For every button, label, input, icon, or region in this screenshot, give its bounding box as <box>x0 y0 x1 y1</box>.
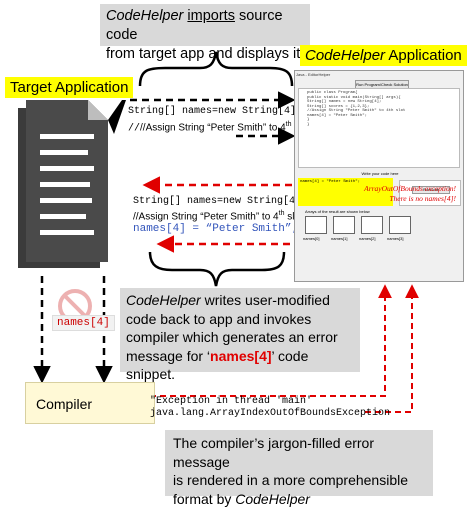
code-comment: //Assign String “Peter Smith” to 4th slo… <box>133 208 307 223</box>
app-name: CodeHelper <box>106 8 184 24</box>
array-cell <box>389 216 411 234</box>
callout-text: format by <box>173 490 236 507</box>
top-brace <box>138 51 294 87</box>
array-label: names[1] <box>331 236 348 241</box>
document-icon <box>26 100 108 262</box>
document-pointer <box>108 100 126 134</box>
document-lines <box>40 134 94 235</box>
superscript: th <box>285 121 292 128</box>
code-line: String[] names=new String[4]; <box>128 106 303 117</box>
array-label: names[3] <box>387 236 404 241</box>
app-label-rest: Application <box>385 47 462 64</box>
array-title: Arrays of the result are shown below <box>305 209 370 214</box>
compiler-box: Compiler <box>25 382 155 424</box>
app-name: CodeHelper <box>235 490 310 507</box>
exception-message: ArrayOutOfBounds exception! There is no … <box>356 184 456 203</box>
editor-line: names[4] = "Peter Smith"; <box>307 113 368 118</box>
code-comment-text: //Assign String “Peter Smith” to 4 <box>140 122 286 134</box>
editor-line: public class Program{ <box>307 91 358 95</box>
callout-text: The compiler’s jargon-filled error messa… <box>173 435 375 470</box>
editor-line: String[] names = new String[4]; <box>307 100 382 104</box>
compiler-label: Compiler <box>36 396 93 412</box>
code-comment: ////Assign String “Peter Smith” to 4th s… <box>128 118 310 135</box>
array-cell <box>361 216 383 234</box>
names-badge: names[4] <box>52 315 115 331</box>
error-route-2 <box>365 284 419 413</box>
array-visualization <box>303 216 411 234</box>
array-cell <box>333 216 355 234</box>
editor-line: String[] scores = {1,2,3}; <box>307 104 370 109</box>
bottom-brace <box>148 251 286 287</box>
highlighted-snippet: names[4] <box>210 347 272 364</box>
verb: imports <box>187 8 235 24</box>
array-labels: names[0] names[1] names[2] names[3] <box>303 236 415 244</box>
callout-text: ’ code snippet. <box>126 347 309 383</box>
error-line: java.lang.ArrayIndexOutOfBoundsException <box>150 408 391 419</box>
callout-import: CodeHelper imports source code from targ… <box>100 4 310 62</box>
error-route-1 <box>150 284 392 397</box>
editor-line: public static void main(String[] args){ <box>307 95 401 100</box>
superscript: th <box>278 210 285 217</box>
callout-text: compiler which generates an error <box>126 329 338 345</box>
exception-line: ArrayOutOfBounds exception! <box>364 184 456 193</box>
array-label: names[2] <box>359 236 376 241</box>
app-name: CodeHelper <box>305 47 386 64</box>
app-name: CodeHelper <box>126 292 201 308</box>
callout-text: message for ‘ <box>126 347 211 364</box>
array-label: names[0] <box>303 236 320 241</box>
error-line: "Exception in thread 'main' <box>150 396 313 407</box>
callout-text: writes user-modified <box>200 292 330 308</box>
callout-text: source code <box>106 8 283 43</box>
code-snippet-import: String[] names=new String[4]; ////Assign… <box>128 105 310 135</box>
callout-writeback: CodeHelper writes user-modified code bac… <box>120 288 360 382</box>
write-code-label: Write your code here <box>361 171 399 176</box>
codehelper-application-label: CodeHelper Application <box>300 45 467 66</box>
target-application-label: Target Application <box>5 77 134 98</box>
code-line-modified: names[4] = “Peter Smith”; <box>133 223 299 236</box>
code-line: String[] names=new String[4]; <box>133 196 308 207</box>
codehelper-window: Java - EditorHelper Run Program/Check So… <box>294 70 464 282</box>
code-snippet-modified: String[] names=new String[4]; //Assign S… <box>133 196 307 235</box>
editor-line: } <box>307 118 310 122</box>
array-cell <box>305 216 327 234</box>
editor-line: } <box>307 122 310 127</box>
editor-line: //Assign String "Peter Smith" to 4th slo… <box>307 109 406 113</box>
run-code-button[interactable]: Run Code <box>412 186 450 194</box>
callout-render: The compiler’s jargon-filled error messa… <box>165 430 433 507</box>
code-comment-text: //Assign String “Peter Smith” to 4 <box>133 211 279 223</box>
user-code-field[interactable]: names[4] = "Peter Smith"; <box>298 178 393 206</box>
compiler-error-message: "Exception in thread 'main' java.lang.Ar… <box>150 396 390 420</box>
window-title: Java - EditorHelper <box>296 72 331 77</box>
callout-text: from target app and displays it <box>106 46 301 62</box>
callout-text: code back to app and invokes <box>126 310 312 327</box>
code-editor[interactable]: public class Program{ public static void… <box>298 88 460 168</box>
exception-line: There is no names[4]! <box>389 194 456 203</box>
callout-text: is rendered in a more comprehensible <box>173 472 409 488</box>
